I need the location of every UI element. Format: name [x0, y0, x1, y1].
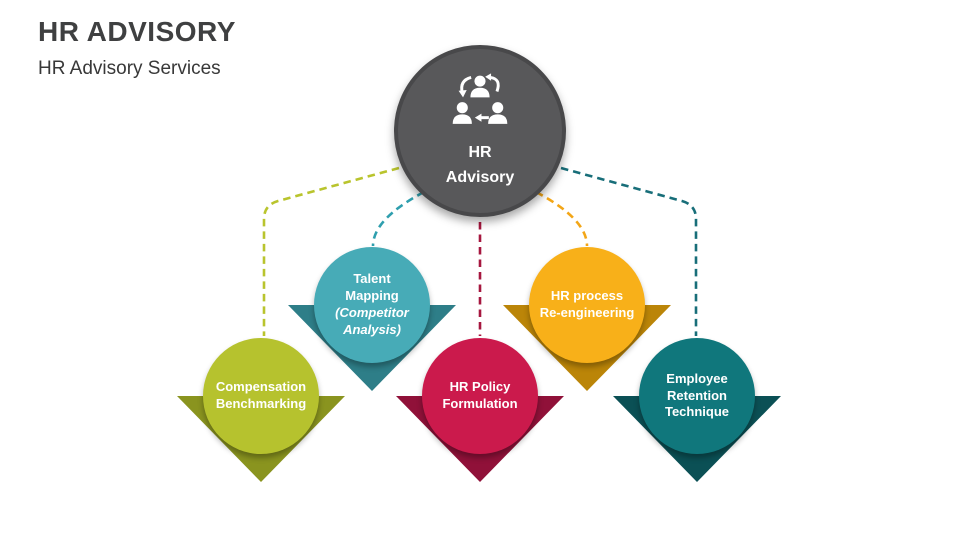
node-label-line: HR process — [550, 288, 624, 304]
node-label-line: Mapping — [345, 288, 399, 304]
hub-label-line2: Advisory — [445, 169, 515, 186]
node-label-line: Talent — [353, 271, 391, 287]
connector-employee-retention-technique — [560, 166, 698, 336]
node-label-line: Retention — [667, 387, 727, 403]
node-circle: Employee Retention Technique — [639, 338, 755, 454]
node-label-line: Re-engineering — [539, 305, 635, 320]
node-circle: HR Policy Formulation — [422, 338, 538, 454]
node-label-line: (Competitor — [335, 305, 409, 320]
node-circle: Compensation Benchmarking — [203, 338, 319, 454]
page-title: HR ADVISORY — [38, 16, 236, 47]
node-circle: Talent Mapping (Competitor Analysis) — [314, 247, 430, 363]
node-label-line: Analysis) — [343, 321, 401, 337]
people-exchange-icon — [452, 73, 508, 125]
node-label-line: HR Policy — [449, 379, 511, 395]
node-label-line: Formulation — [442, 396, 518, 411]
connector-hr-process-reengineering — [535, 190, 589, 247]
page-subtitle: HR Advisory Services — [38, 58, 221, 79]
node-label-line: Benchmarking — [215, 396, 307, 411]
node-circle: HR process Re-engineering — [529, 247, 645, 363]
hub-label-line1: HR — [468, 144, 492, 162]
node-label-line: Employee — [666, 370, 728, 386]
hub-label: HR Advisory — [446, 141, 514, 191]
hub-node-hr-advisory: HR Advisory — [394, 45, 566, 217]
connector-talent-mapping — [371, 190, 425, 247]
node-label-line: Technique — [664, 404, 730, 420]
node-label-line: Compensation — [215, 379, 307, 395]
connector-compensation-benchmarking — [262, 166, 400, 336]
